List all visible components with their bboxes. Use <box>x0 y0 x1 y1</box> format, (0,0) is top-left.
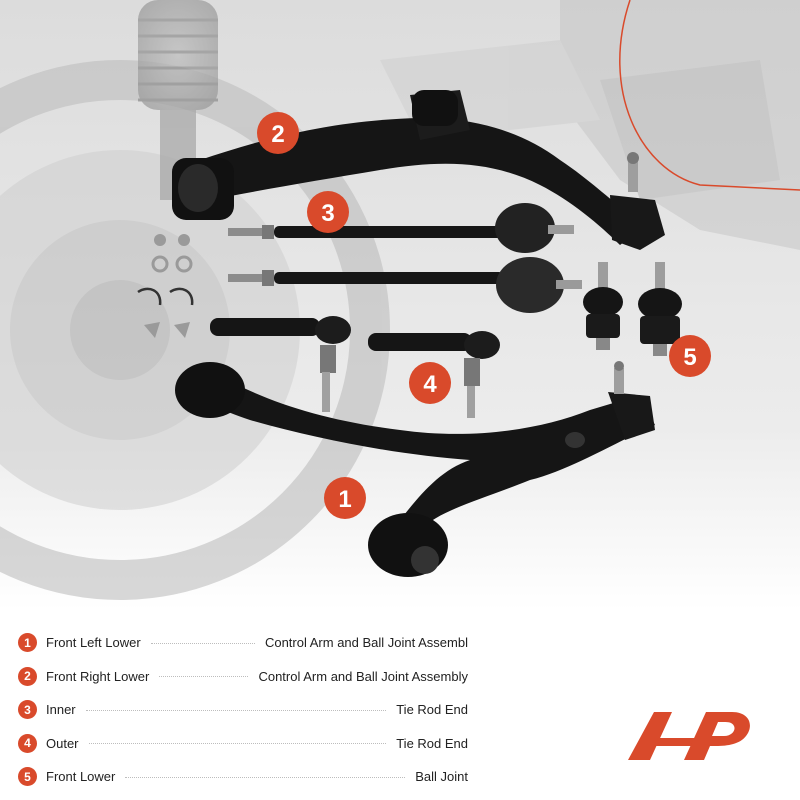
callout-badge-1-label: 1 <box>338 486 351 513</box>
legend-badge-5: 5 <box>18 767 37 787</box>
legend-part-2: Control Arm and Ball Joint Assembly <box>252 668 468 684</box>
callout-badge-4: 4 <box>409 362 451 404</box>
outer-tie-rod-end-right <box>368 331 500 418</box>
legend-row-5: 5 Front Lower Ball Joint <box>18 760 468 794</box>
legend-part-4: Tie Rod End <box>390 735 468 751</box>
callout-badge-3: 3 <box>307 191 349 233</box>
leader-dots <box>85 709 387 711</box>
inner-tie-rod-end-lower <box>228 257 582 313</box>
leader-dots <box>150 642 255 644</box>
legend-badge-3: 3 <box>18 700 37 720</box>
callout-badge-3-label: 3 <box>321 200 334 227</box>
legend-position-1: Front Left Lower <box>46 635 147 651</box>
ball-joint-left <box>583 262 623 350</box>
leader-dots <box>159 675 249 678</box>
leader-dots <box>88 742 387 745</box>
shock-absorber-background <box>138 0 218 200</box>
legend-badge-2: 2 <box>18 666 37 686</box>
a-premium-logo-icon <box>628 712 750 760</box>
legend-part-5: Ball Joint <box>409 769 468 785</box>
callout-badge-5-label: 5 <box>683 344 696 371</box>
callout-badge-2-label: 2 <box>271 121 284 148</box>
legend-badge-4: 4 <box>18 733 37 753</box>
control-arm-front-right-lower <box>172 90 665 250</box>
legend-badge-1: 1 <box>18 633 37 653</box>
callout-badge-4-label: 4 <box>423 371 437 398</box>
legend-row-2: 2 Front Right Lower Control Arm and Ball… <box>18 660 468 694</box>
callout-badge-5: 5 <box>669 335 711 377</box>
callout-badge-1: 1 <box>324 477 366 519</box>
ball-joint-right <box>638 262 682 356</box>
legend-part-1: Control Arm and Ball Joint Assembl <box>258 635 468 651</box>
leader-dots <box>125 776 406 778</box>
outer-tie-rod-end-left <box>210 316 351 412</box>
parts-photo: 1 2 3 4 5 <box>0 0 800 610</box>
legend-position-5: Front Lower <box>46 769 122 785</box>
legend-row-4: 4 Outer Tie Rod End <box>18 727 468 761</box>
legend-position-2: Front Right Lower <box>46 668 156 684</box>
legend-position-3: Inner <box>46 702 82 718</box>
legend-position-4: Outer <box>46 735 85 751</box>
control-arm-front-left-lower <box>175 361 655 577</box>
mounting-hardware <box>137 234 194 338</box>
legend-part-3: Tie Rod End <box>390 702 468 718</box>
legend-row-1: 1 Front Left Lower Control Arm and Ball … <box>18 626 468 660</box>
red-guide-line <box>619 0 800 191</box>
legend-row-3: 3 Inner Tie Rod End <box>18 693 468 727</box>
callout-badge-2: 2 <box>257 112 299 154</box>
parts-legend: 1 Front Left Lower Control Arm and Ball … <box>18 626 468 794</box>
